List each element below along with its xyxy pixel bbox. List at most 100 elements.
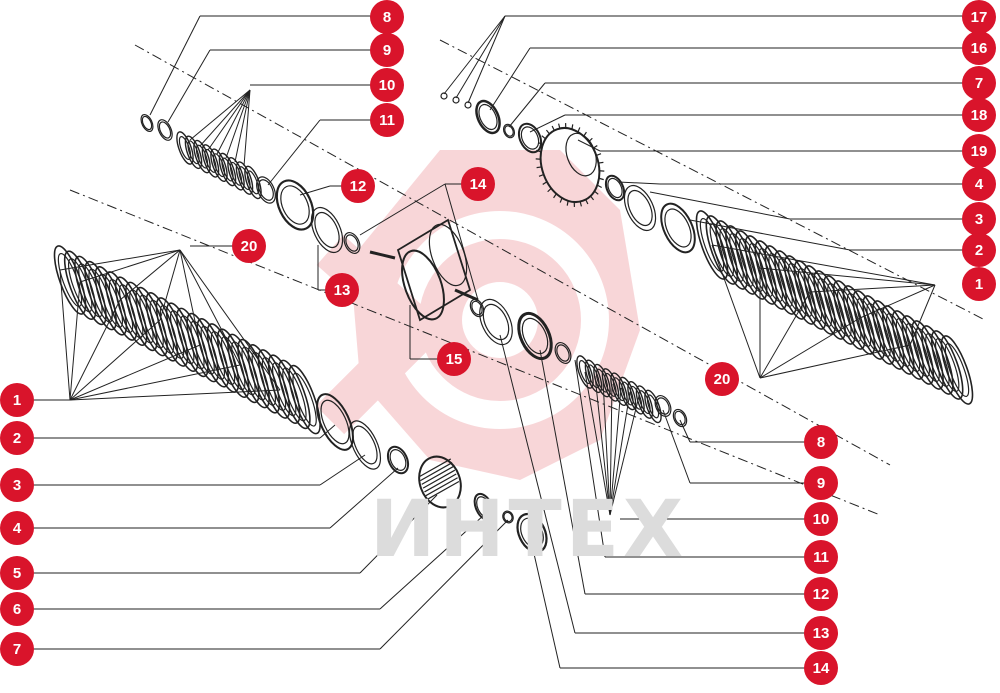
callout-9-lower[interactable]: 9: [804, 466, 838, 500]
clutch-disc-right: [881, 305, 915, 375]
bearing-upper: [275, 179, 315, 231]
clutch-disc-right: [725, 225, 758, 295]
callout-leader: [299, 185, 331, 196]
clutch-disc-right: [872, 300, 905, 370]
leader-fan-line: [602, 379, 611, 516]
callout-4-top[interactable]: 4: [962, 167, 996, 201]
leader-fan-line: [59, 249, 181, 271]
bearing-top: [475, 99, 501, 135]
leader-fan-line: [159, 249, 181, 321]
thrust-ring-left: [316, 393, 354, 451]
leader-fan-line: [199, 89, 251, 147]
callout-2-top[interactable]: 2: [962, 233, 996, 267]
spacer: [502, 510, 514, 524]
callout-leader: [359, 183, 446, 236]
leader-fan-line: [69, 364, 241, 401]
leader-fan-line: [79, 249, 181, 283]
callout-14-upper[interactable]: 14: [461, 167, 495, 201]
callout-leader: [662, 409, 691, 484]
snap-ring-lower: [672, 408, 688, 428]
leader-fan-line: [609, 383, 613, 516]
callout-17[interactable]: 17: [962, 0, 996, 34]
callout-10-lower[interactable]: 10: [804, 502, 838, 536]
leader-fan-line: [69, 281, 81, 401]
ball: [452, 96, 460, 104]
callout-leader: [508, 82, 546, 128]
clutch-disc-right: [901, 315, 935, 385]
callout-leader: [455, 15, 506, 99]
callout-11-upper[interactable]: 11: [370, 103, 404, 137]
callout-5[interactable]: 5: [0, 556, 34, 590]
clutch-disc-right: [774, 250, 807, 320]
callout-leader: [617, 181, 661, 185]
callout-leader: [329, 467, 399, 529]
callout-8-upper[interactable]: 8: [370, 0, 404, 34]
callout-14-lower[interactable]: 14: [804, 651, 838, 685]
callout-10-upper[interactable]: 10: [370, 68, 404, 102]
callout-leader: [539, 349, 586, 595]
callout-6[interactable]: 6: [0, 592, 34, 626]
callout-leader: [379, 519, 509, 650]
friction-plate-lower: [601, 368, 620, 402]
snap-ring: [140, 113, 154, 133]
callout-19[interactable]: 19: [962, 134, 996, 168]
callout-20-left[interactable]: 20: [232, 229, 266, 263]
clutch-disc-right: [793, 260, 827, 330]
friction-plate-lower: [644, 389, 662, 424]
leader-fan-line: [179, 249, 281, 391]
friction-plate-upper: [227, 156, 245, 191]
hub-5: [418, 455, 462, 509]
leader-fan-line: [216, 89, 251, 155]
thrust-ring-top: [660, 202, 696, 254]
clutch-disc-right: [695, 210, 729, 280]
leader-fan-line: [594, 375, 611, 516]
clutch-disc-right: [823, 275, 856, 345]
ball: [440, 92, 448, 100]
callout-12-upper[interactable]: 12: [341, 169, 375, 203]
watermark-logo: [315, 150, 640, 480]
leader-fan-line: [225, 89, 251, 159]
leader-fan-line: [69, 344, 201, 401]
clutch-disc-right: [862, 295, 895, 365]
bearing-mid: [517, 311, 553, 361]
callout-12-lower[interactable]: 12: [804, 577, 838, 611]
callout-18[interactable]: 18: [962, 98, 996, 132]
callout-leader: [267, 119, 321, 186]
callout-11-lower[interactable]: 11: [804, 540, 838, 574]
leader-fan-line: [243, 89, 251, 167]
clutch-disc-right: [930, 330, 964, 400]
clutch-disc-right: [764, 245, 797, 315]
callout-20-right[interactable]: 20: [705, 362, 739, 396]
callout-leader: [679, 419, 691, 443]
friction-plate-upper: [176, 131, 194, 165]
callout-1-left[interactable]: 1: [0, 383, 34, 417]
callout-leader: [649, 191, 791, 220]
callout-9-upper[interactable]: 9: [370, 33, 404, 67]
axis-line-right: [439, 39, 986, 321]
bearing-left: [386, 445, 410, 475]
clutch-disc-right: [783, 255, 817, 325]
callout-leader: [489, 47, 531, 111]
friction-plate-lower: [584, 359, 603, 394]
callout-3-top[interactable]: 3: [962, 202, 996, 236]
callout-leader: [167, 49, 211, 123]
callout-leader: [577, 139, 601, 152]
callout-13-upper[interactable]: 13: [325, 273, 359, 307]
callout-7-left[interactable]: 7: [0, 632, 34, 666]
callout-15[interactable]: 15: [437, 342, 471, 376]
callout-4-left[interactable]: 4: [0, 511, 34, 545]
callout-3-left[interactable]: 3: [0, 468, 34, 502]
callout-16[interactable]: 16: [962, 31, 996, 65]
friction-plate-upper: [201, 144, 220, 178]
clutch-disc-right: [911, 320, 944, 390]
friction-plate-upper: [235, 161, 254, 195]
callout-13-lower[interactable]: 13: [804, 616, 838, 650]
o-ring-mid: [479, 298, 513, 346]
callout-1-top[interactable]: 1: [962, 267, 996, 301]
callout-2-left[interactable]: 2: [0, 421, 34, 455]
friction-plate-lower: [593, 363, 611, 398]
callout-8-lower[interactable]: 8: [804, 425, 838, 459]
callout-7-top[interactable]: 7: [962, 66, 996, 100]
clutch-disc-right: [734, 230, 768, 300]
